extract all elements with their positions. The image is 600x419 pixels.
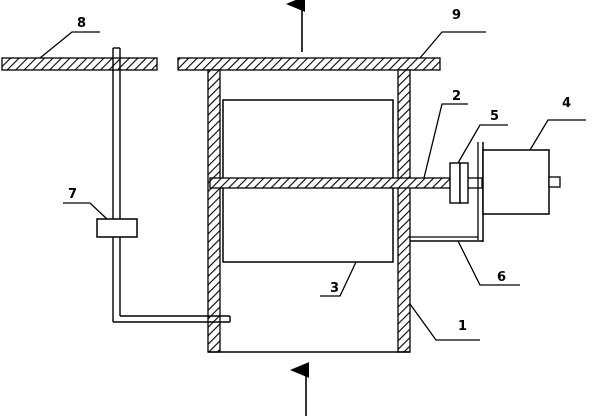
leader-7 bbox=[63, 202, 108, 220]
leader-3 bbox=[320, 261, 357, 297]
coupling-left-half bbox=[449, 162, 461, 204]
leader-4 bbox=[529, 119, 586, 151]
label-7: 7 bbox=[68, 187, 77, 202]
motor bbox=[482, 149, 550, 215]
leader-9 bbox=[419, 31, 486, 59]
leader-5 bbox=[457, 124, 508, 164]
pressure-sensor bbox=[96, 218, 138, 238]
label-9: 9 bbox=[452, 8, 461, 23]
label-3: 3 bbox=[330, 281, 339, 296]
leader-8 bbox=[39, 31, 100, 59]
label-5: 5 bbox=[490, 109, 499, 124]
ceiling-plate bbox=[1, 57, 158, 71]
label-4: 4 bbox=[562, 96, 571, 111]
leader-2 bbox=[423, 103, 468, 179]
leader-6 bbox=[457, 240, 520, 286]
label-1: 1 bbox=[458, 319, 467, 334]
label-8: 8 bbox=[77, 16, 86, 31]
shaft bbox=[209, 177, 468, 189]
label-2: 2 bbox=[452, 89, 461, 104]
housing-right-wall bbox=[397, 69, 411, 353]
leader-1 bbox=[409, 303, 480, 341]
housing-left-wall bbox=[207, 69, 221, 353]
label-6: 6 bbox=[497, 270, 506, 285]
top-flange bbox=[177, 57, 441, 71]
motor-output-shaft bbox=[548, 176, 561, 188]
coupling-right-half bbox=[459, 162, 469, 204]
